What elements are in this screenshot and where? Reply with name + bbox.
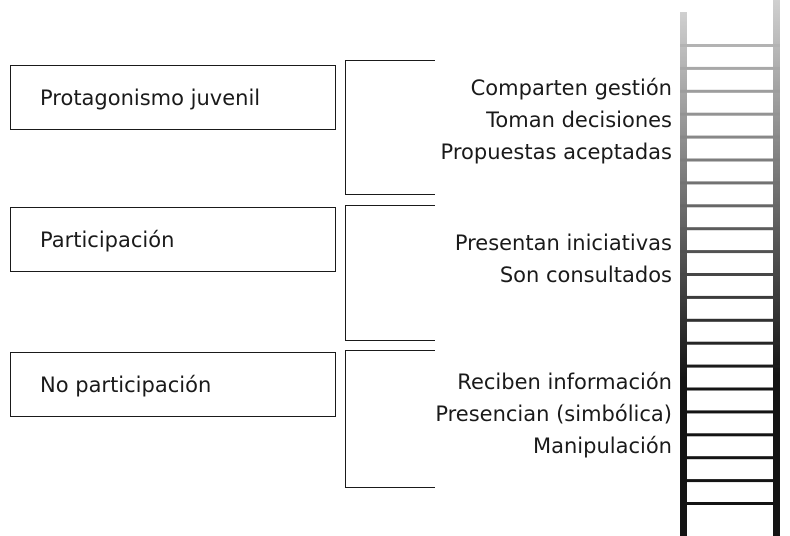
level-label: Protagonismo juvenil [40, 85, 261, 110]
level-item: Reciben información [457, 370, 672, 394]
level-item: Son consultados [499, 263, 672, 287]
ladder-rung [680, 364, 780, 368]
ladder-icon [680, 0, 780, 536]
bracket-no-participacion [345, 350, 435, 488]
ladder-rung [680, 89, 780, 93]
level-box-participacion: Participación [10, 207, 336, 272]
level-label: No participación [40, 372, 212, 397]
level-item: Manipulación [532, 434, 672, 458]
ladder-rung [680, 273, 780, 276]
ladder-rung [680, 433, 780, 437]
ladder-rung [680, 181, 780, 185]
ladder-rung [680, 341, 780, 345]
level-item: Comparten gestión [470, 76, 672, 100]
level-item: Presentan iniciativas [454, 231, 672, 255]
level-items-no-participacion: Reciben información Presencian (simbólic… [435, 366, 672, 462]
level-item: Propuestas aceptadas [440, 140, 672, 164]
ladder-rung [680, 410, 780, 414]
ladder-rung [680, 502, 780, 505]
ladder-rung [680, 158, 780, 162]
ladder-rung [680, 227, 780, 231]
level-label: Participación [40, 227, 175, 252]
bracket-protagonismo [345, 60, 435, 195]
ladder-rung [680, 204, 780, 208]
ladder-rung [680, 295, 780, 299]
ladder-rung [680, 135, 780, 139]
ladder-rung [680, 479, 780, 483]
level-items-participacion: Presentan iniciativas Son consultados [455, 227, 672, 291]
ladder-rung [680, 387, 780, 391]
level-item: Toman decisiones [486, 108, 672, 132]
bracket-participacion [345, 205, 435, 341]
ladder-rung [680, 44, 780, 47]
ladder-rung [680, 112, 780, 116]
level-box-protagonismo: Protagonismo juvenil [10, 65, 336, 130]
ladder-rung [680, 66, 780, 70]
level-items-protagonismo: Comparten gestión Toman decisiones Propu… [441, 72, 672, 168]
ladder-rung [680, 250, 780, 254]
ladder-rung [680, 318, 780, 322]
ladder-rail-right [773, 0, 780, 536]
level-box-no-participacion: No participación [10, 352, 336, 417]
ladder-rung [680, 456, 780, 460]
level-item: Presencian (simbólica) [435, 402, 672, 426]
